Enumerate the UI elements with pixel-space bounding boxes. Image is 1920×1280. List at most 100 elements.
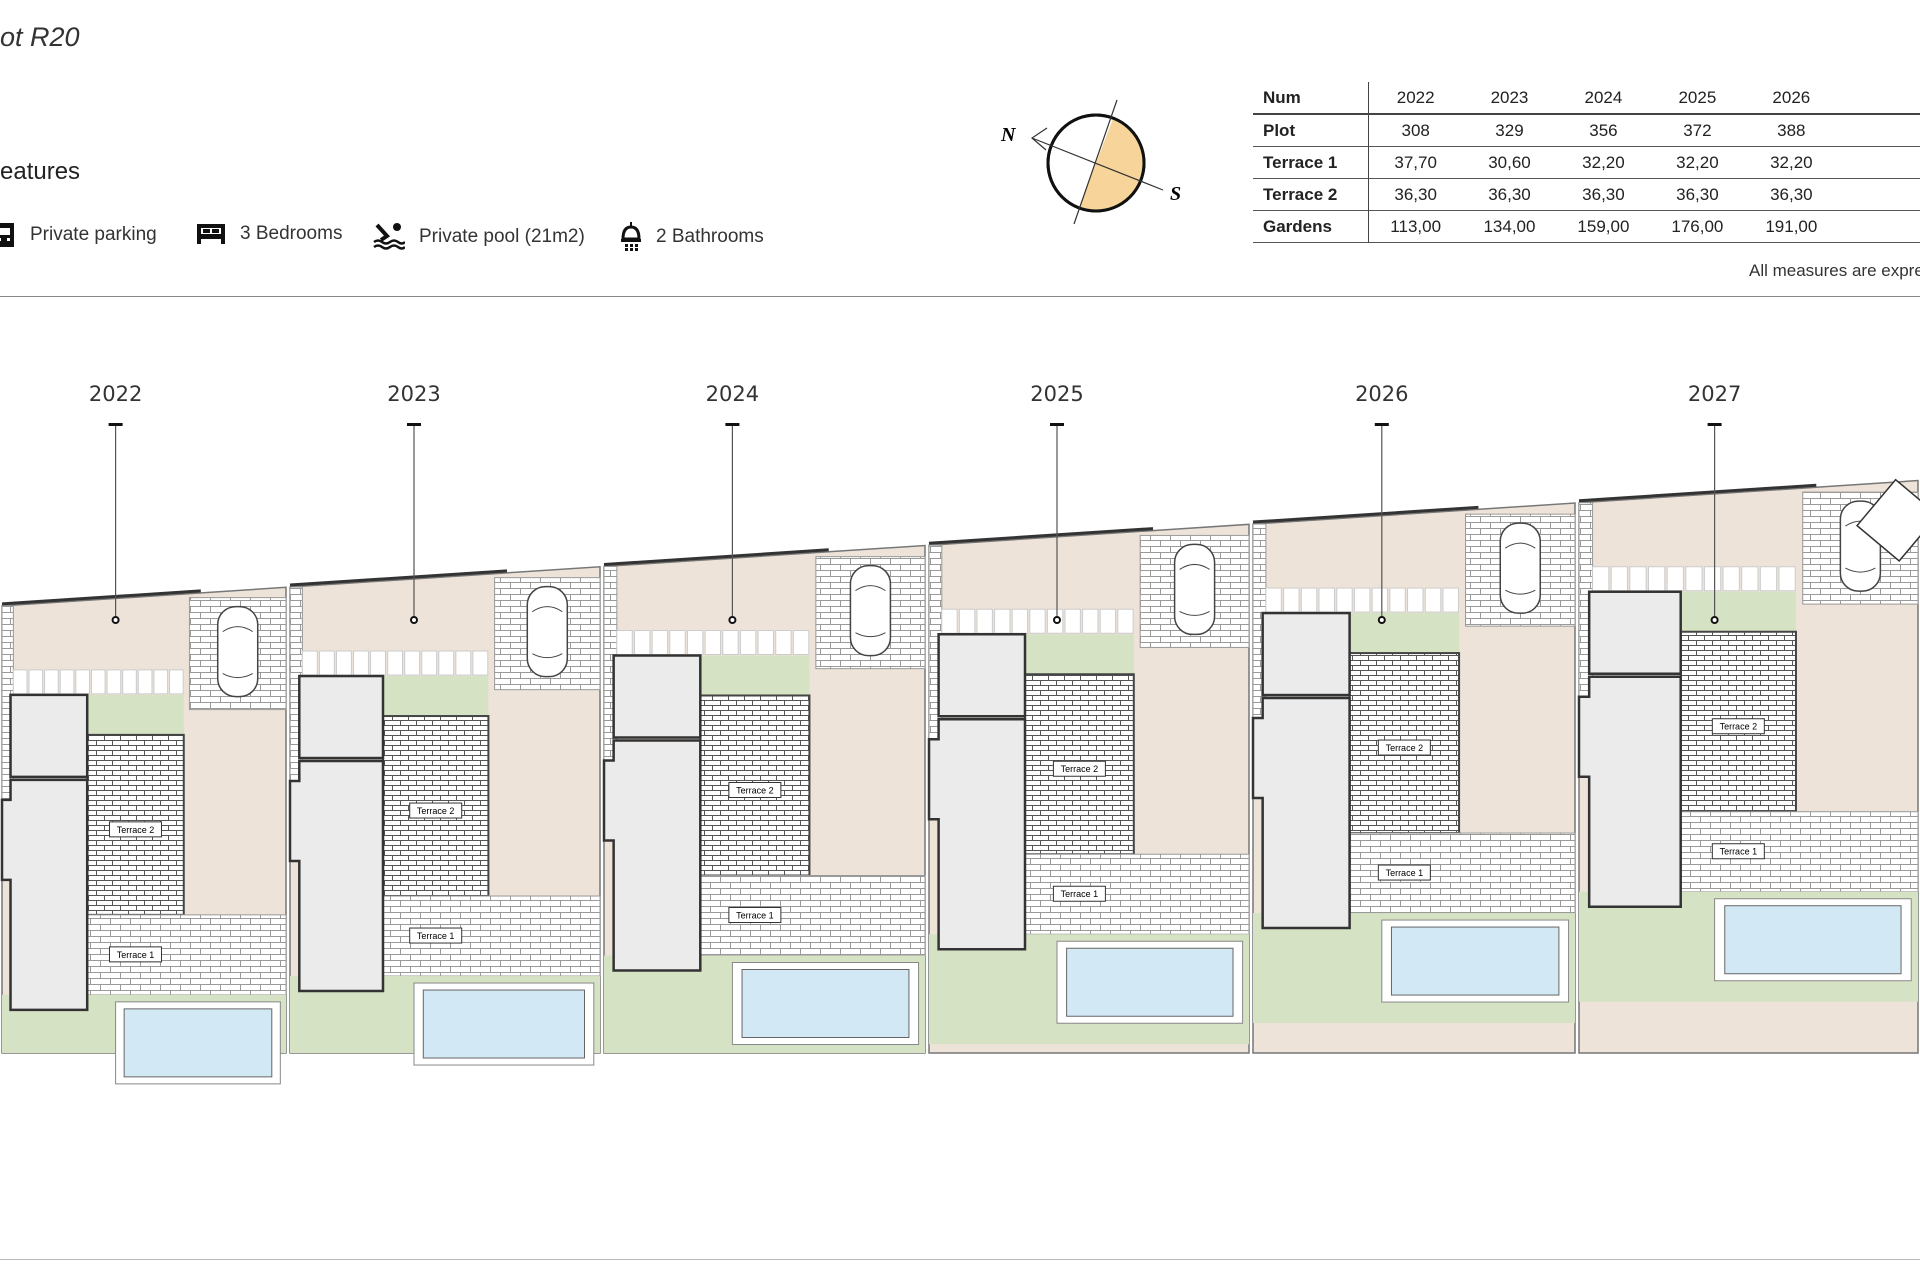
paver (1778, 566, 1796, 592)
paver (472, 650, 489, 676)
paver (1011, 608, 1029, 634)
paver (12, 669, 28, 695)
pool (1390, 926, 1560, 996)
feature-label: Private parking (30, 224, 157, 245)
paver (1629, 566, 1647, 592)
table-header-row: Num 2022 2023 2024 2025 2026 (1253, 82, 1920, 114)
paver (1099, 608, 1117, 634)
paver (1741, 566, 1759, 592)
paver (90, 669, 106, 695)
paver (353, 650, 369, 676)
plot-year-label: 2022 (89, 382, 142, 406)
paver (75, 669, 90, 695)
paver (1117, 608, 1134, 634)
marker-tick (725, 423, 740, 426)
paver (1703, 566, 1722, 592)
paver (633, 629, 651, 655)
row-label: Plot (1253, 114, 1369, 147)
paver (106, 669, 122, 695)
terrace-label: Terrace 2 (1061, 764, 1099, 774)
paver (59, 669, 75, 695)
house-upper (1587, 590, 1682, 675)
house-lower (288, 759, 385, 993)
arrow-head-icon (1031, 127, 1048, 151)
table-cell: 191,00 (1765, 216, 1818, 236)
compass-north-label: N (1000, 124, 1017, 146)
terrace-label: Terrace 2 (117, 825, 155, 835)
paver (404, 650, 421, 676)
paver (669, 629, 686, 655)
plot-year-label: 2026 (1355, 382, 1408, 406)
paver (370, 650, 386, 676)
compass: N S (1000, 99, 1181, 225)
plot-year-label: 2025 (1030, 382, 1083, 406)
paver (792, 629, 810, 655)
row-label: Terrace 2 (1253, 178, 1369, 211)
plot-year-label: 2024 (706, 382, 759, 406)
paver (387, 650, 404, 676)
feature-parking: Private parking (0, 222, 157, 248)
plot-year-label: 2027 (1688, 382, 1741, 406)
paver (336, 650, 352, 676)
paver (1647, 566, 1666, 592)
paver (137, 669, 153, 695)
car-windows (222, 626, 253, 679)
paver (1759, 566, 1778, 592)
column-header: 2024 (1584, 87, 1623, 107)
paver (1592, 566, 1610, 592)
marker-dot (1710, 616, 1719, 624)
paver (169, 669, 184, 695)
table-cell: 372 (1683, 120, 1712, 140)
paver (1424, 587, 1442, 613)
terrace-label-box (409, 927, 463, 944)
marker-tick (1050, 423, 1064, 426)
terrace-label: Terrace 1 (1386, 868, 1424, 878)
paver (1300, 587, 1318, 613)
terrace-label-box (1052, 885, 1106, 902)
house-upper (1261, 611, 1351, 697)
paver (153, 669, 169, 695)
paver (1666, 566, 1684, 592)
terrace-label-box (1711, 843, 1765, 860)
paver (757, 629, 774, 655)
feature-bathrooms: 2 Bathrooms (620, 222, 764, 252)
paver (1082, 608, 1099, 634)
house-upper (612, 654, 702, 739)
car-icon (216, 605, 259, 698)
paver (1371, 587, 1389, 613)
front-wall (289, 569, 508, 587)
pool (1066, 947, 1234, 1017)
car-windows (532, 606, 563, 659)
table-cell: 30,60 (1488, 152, 1531, 172)
table-cell: 32,20 (1582, 152, 1625, 172)
marker-dot (1377, 616, 1386, 624)
terrace-label: Terrace 2 (736, 785, 774, 795)
terrace-label-box (108, 821, 162, 838)
terrace-label-box (409, 802, 463, 819)
table-cell: 388 (1777, 120, 1806, 140)
neighbour-structure (1855, 478, 1920, 563)
bed-icon (197, 224, 225, 244)
pool (422, 989, 585, 1059)
table-cell: 134,00 (1483, 216, 1536, 236)
car-windows (855, 585, 886, 638)
paver (1610, 566, 1628, 592)
feature-bedrooms: 3 Bedrooms (196, 222, 342, 246)
front-wall (928, 527, 1154, 545)
car-windows (1504, 542, 1536, 595)
paver (941, 608, 958, 634)
table-cell: 36,30 (1582, 184, 1625, 204)
paver (958, 608, 976, 634)
house-lower (1577, 675, 1682, 908)
paver (1407, 587, 1424, 613)
paver (651, 629, 669, 655)
paver (994, 608, 1011, 634)
paver (704, 629, 722, 655)
